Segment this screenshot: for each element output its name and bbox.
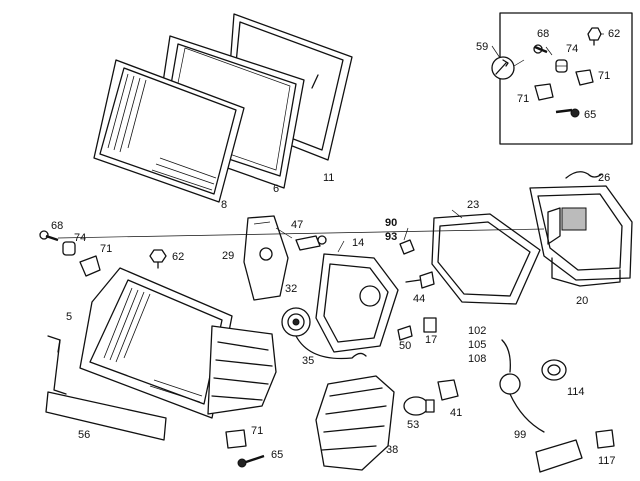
part-number-label: 41 [450,407,462,419]
part-labels: 59 68 74 62 71 71 65 8 6 11 26 68 74 71 … [51,28,620,467]
part-number-label: 59 [476,41,488,53]
part-number-label: 65 [271,449,283,461]
fastener-detail-inset [491,12,633,145]
left-fasteners [39,230,167,277]
part-number-label: 50 [399,340,411,352]
part-number-label: 71 [598,70,610,82]
reflector-shell [243,215,289,301]
part-number-label: 74 [566,43,578,55]
part-number-label: 102 [468,325,486,337]
part-number-label: 114 [567,386,585,398]
part-number-label: 23 [467,199,479,211]
part-number-label: 62 [172,251,184,263]
indicator-bulb-socket [403,379,459,416]
part-number-label: 71 [251,425,263,437]
socket-cap [281,307,367,360]
part-number-label: 14 [352,237,364,249]
part-number-label: 68 [537,28,549,40]
headlamp-assembly [45,267,277,468]
part-number-label: 71 [517,93,529,105]
part-number-label: 99 [514,429,526,441]
headlamp-lens-group [93,13,353,203]
part-number-label: 11 [323,172,334,184]
part-number-label: 32 [285,283,297,295]
part-number-label: 53 [407,419,419,431]
part-number-label: 44 [413,293,425,305]
indicator-lens [315,375,395,471]
part-number-label: 35 [302,355,314,367]
leader-lines [57,33,604,253]
part-number-label: 5 [66,311,72,323]
part-number-label: 26 [598,172,610,184]
part-number-label: 117 [598,455,616,467]
bulb-47 [295,235,327,251]
part-number-label: 8 [221,199,227,211]
part-number-label: 17 [425,334,437,346]
part-number-label: 93 [385,231,397,243]
part-number-label: 71 [100,243,112,255]
part-number-label: 47 [291,219,303,231]
part-number-label: 68 [51,220,63,232]
part-number-label: 105 [468,339,486,351]
part-number-label: 90 [385,217,397,229]
reflector-unit [315,253,399,353]
small-bulbs [397,239,437,341]
part-number-label: 38 [386,444,398,456]
side-marker-harness [499,339,615,473]
part-number-label: 65 [584,109,596,121]
part-number-label: 108 [468,353,486,365]
part-number-label: 29 [222,250,234,262]
part-number-label: 56 [78,429,90,441]
housing-group [431,171,633,305]
part-number-label: 20 [576,295,588,307]
part-number-label: 74 [74,232,86,244]
part-number-label: 6 [273,183,279,195]
part-number-label: 62 [608,28,620,40]
